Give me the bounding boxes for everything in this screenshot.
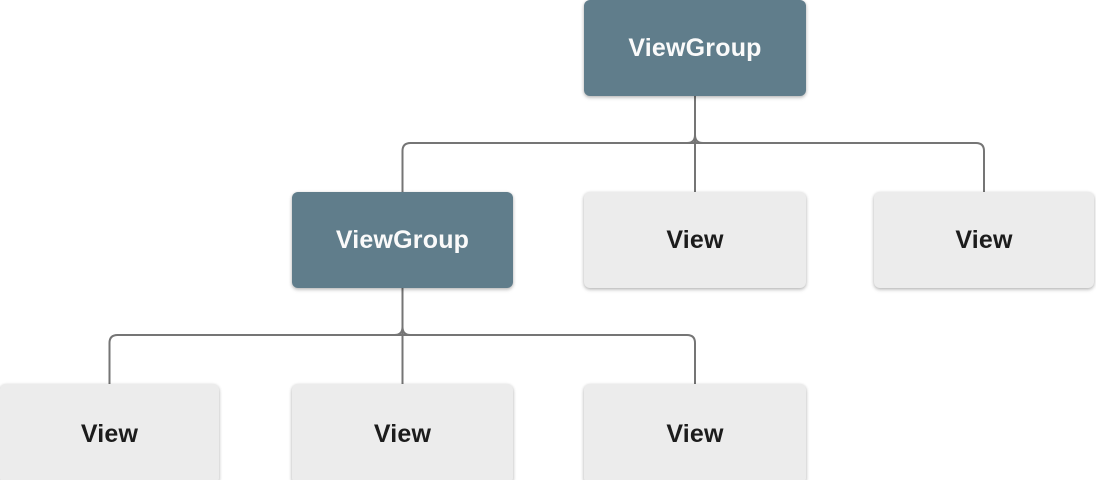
node-view-middle: View [584, 192, 806, 288]
connector-root-flare-left [686, 134, 696, 144]
node-label: ViewGroup [335, 225, 470, 254]
node-view-leaf-left: View [0, 384, 219, 480]
node-label: ViewGroup [628, 33, 762, 62]
node-view-leaf-middle: View [292, 384, 513, 480]
node-label: View [955, 225, 1013, 254]
node-label: View [666, 225, 724, 254]
node-viewgroup-child: ViewGroup [292, 192, 513, 288]
node-label: View [80, 419, 139, 448]
connector-bus-level2 [108, 334, 696, 384]
node-view-leaf-right: View [584, 384, 806, 480]
node-label: View [666, 419, 724, 448]
connector-root-flare-right [694, 134, 704, 144]
connector-vg2-flare-left [394, 326, 404, 336]
node-viewgroup-root: ViewGroup [584, 0, 806, 96]
node-view-right: View [874, 192, 1094, 288]
connector-vg2-flare-right [401, 326, 411, 336]
connector-bus-level1 [401, 142, 985, 192]
node-label: View [373, 419, 432, 448]
